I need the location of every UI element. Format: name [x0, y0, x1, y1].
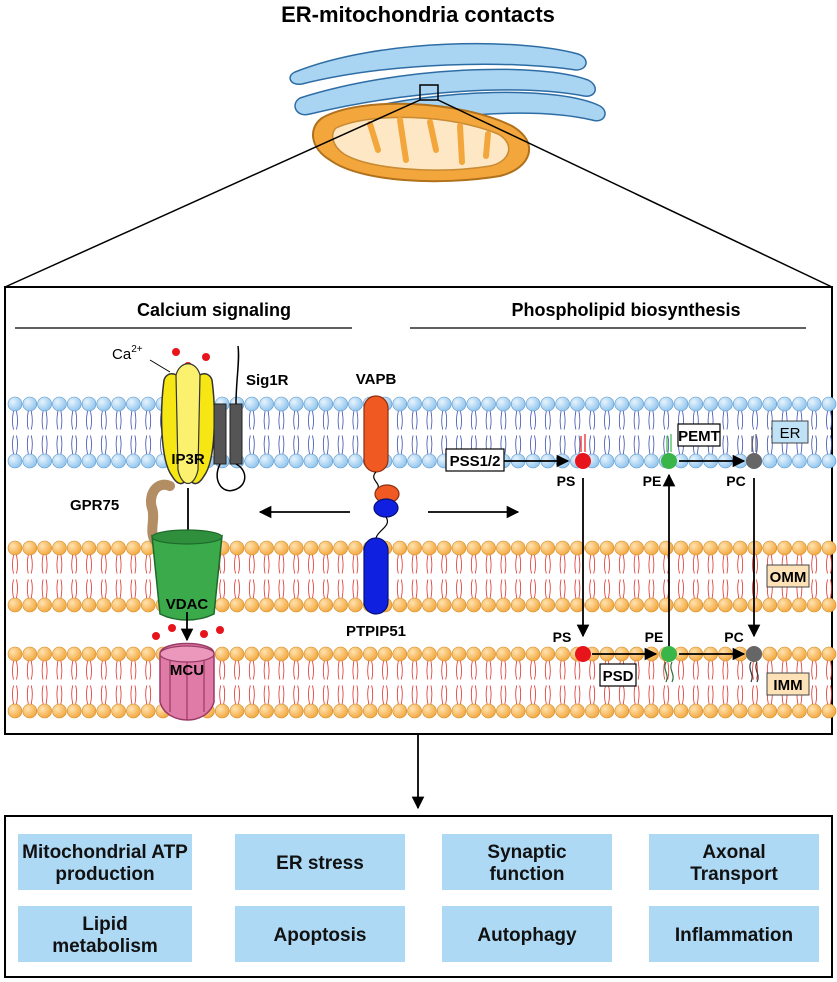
pc-label-er: PC — [726, 473, 745, 489]
outcome-label: Lipid — [82, 914, 127, 935]
ip3r-label: IP3R — [171, 451, 205, 468]
sig1r-protein — [213, 345, 246, 492]
vapb-label: VAPB — [356, 371, 397, 388]
calcium-ion — [202, 353, 210, 361]
ps-lipid-imm — [575, 646, 591, 662]
pc-lipid-imm — [746, 646, 762, 683]
pe-lipid-imm — [661, 646, 677, 683]
outcome-box: Apoptosis — [235, 906, 405, 962]
section-phospholipid-biosynthesis: Phospholipid biosynthesis — [511, 300, 740, 320]
outcome-label: ER stress — [276, 853, 364, 874]
figure-title: ER-mitochondria contacts — [281, 2, 555, 27]
ps-label-imm: PS — [553, 629, 572, 645]
outcome-label: Inflammation — [675, 925, 793, 946]
outcome-label: Transport — [690, 864, 778, 885]
pe-label-imm: PE — [645, 629, 664, 645]
outcome-label: function — [490, 864, 565, 885]
ps-label-er: PS — [557, 473, 576, 489]
er-illustration — [289, 42, 606, 132]
calcium-ion — [152, 632, 160, 640]
calcium-ion — [216, 626, 224, 634]
pemt-enzyme-label: PEMT — [678, 428, 720, 445]
mitochondrion-illustration — [312, 102, 531, 183]
ptpip51-protein — [363, 498, 399, 615]
outcome-label: Apoptosis — [274, 925, 367, 946]
outcome-box: Autophagy — [442, 906, 612, 962]
calcium-ion — [168, 624, 176, 632]
ps-lipid-er — [575, 434, 591, 469]
pc-lipid-er — [746, 434, 762, 469]
outcome-label: Axonal — [702, 842, 765, 863]
section-calcium-signaling: Calcium signaling — [137, 300, 291, 320]
outcome-label: Autophagy — [477, 925, 577, 946]
mcu-channel — [159, 642, 215, 721]
outcome-box: ER stress — [235, 834, 405, 890]
sig1r-label: Sig1R — [246, 372, 289, 389]
zoom-box — [419, 84, 439, 101]
gpr75-label: GPR75 — [70, 497, 119, 514]
imm-label: IMM — [773, 677, 802, 694]
inner-mitochondrial-membrane — [7, 646, 837, 719]
outcome-label: Synaptic — [487, 842, 567, 863]
pc-label-imm: PC — [724, 629, 743, 645]
outcome-label: Mitochondrial ATP — [22, 842, 188, 863]
er-label: ER — [780, 425, 801, 442]
outcome-label: metabolism — [52, 936, 158, 957]
outcome-box: Inflammation — [649, 906, 819, 962]
pe-lipid-er — [661, 434, 677, 469]
outcome-label: production — [55, 864, 154, 885]
vdac-channel — [151, 529, 223, 621]
pe-label-er: PE — [643, 473, 662, 489]
calcium-ion — [200, 630, 208, 638]
vdac-label: VDAC — [166, 596, 209, 613]
psd-enzyme-label: PSD — [603, 668, 634, 685]
calcium-label: Ca2+ — [112, 344, 143, 363]
calcium-ion — [172, 348, 180, 356]
omm-label: OMM — [770, 569, 807, 586]
ptpip51-label: PTPIP51 — [346, 623, 406, 640]
mcu-label: MCU — [170, 662, 204, 679]
pss-enzyme-label: PSS1/2 — [450, 453, 501, 470]
vapb-protein — [363, 395, 400, 504]
